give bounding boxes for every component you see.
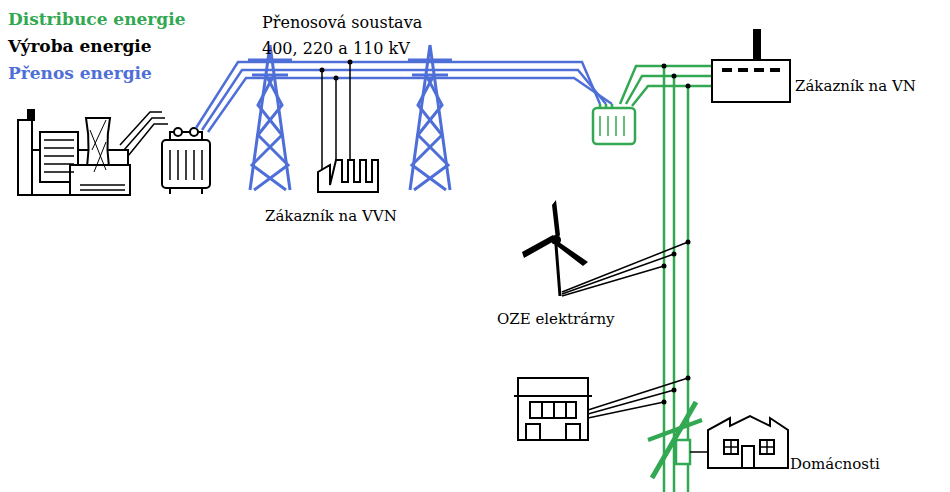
system-label: Přenosová soustava 400, 220 a 110 kV: [262, 10, 452, 62]
legend-swatch: Výroba energie: [8, 33, 185, 60]
household: [708, 416, 788, 468]
distribution-transformer: [593, 104, 635, 144]
legend: Distribuce energieVýroba energiePřenos e…: [8, 6, 185, 87]
legend-text: Přenos energie: [8, 63, 152, 83]
customer-label: Domácnosti: [790, 452, 880, 476]
wind-turbine: [522, 200, 688, 296]
hv-customer-factory: [318, 60, 378, 193]
junction-dots: [662, 64, 691, 405]
legend-text: Distribuce energie: [8, 9, 185, 29]
legend-swatch: Distribuce energie: [8, 6, 185, 33]
mv-customer-factory: [712, 30, 790, 102]
legend-text: Výroba energie: [8, 36, 152, 56]
source-label: OZE elektrárny: [497, 307, 615, 331]
distribution-lines: [620, 66, 712, 492]
transformer: [162, 128, 210, 194]
legend-swatch: Přenos energie: [8, 60, 185, 87]
office-building: [514, 378, 688, 440]
distribution-pole: [648, 402, 708, 478]
customer-label: Zákazník na VN: [795, 74, 916, 98]
power-plant: [18, 110, 168, 195]
customer-label: Zákazník na VVN: [265, 204, 397, 228]
